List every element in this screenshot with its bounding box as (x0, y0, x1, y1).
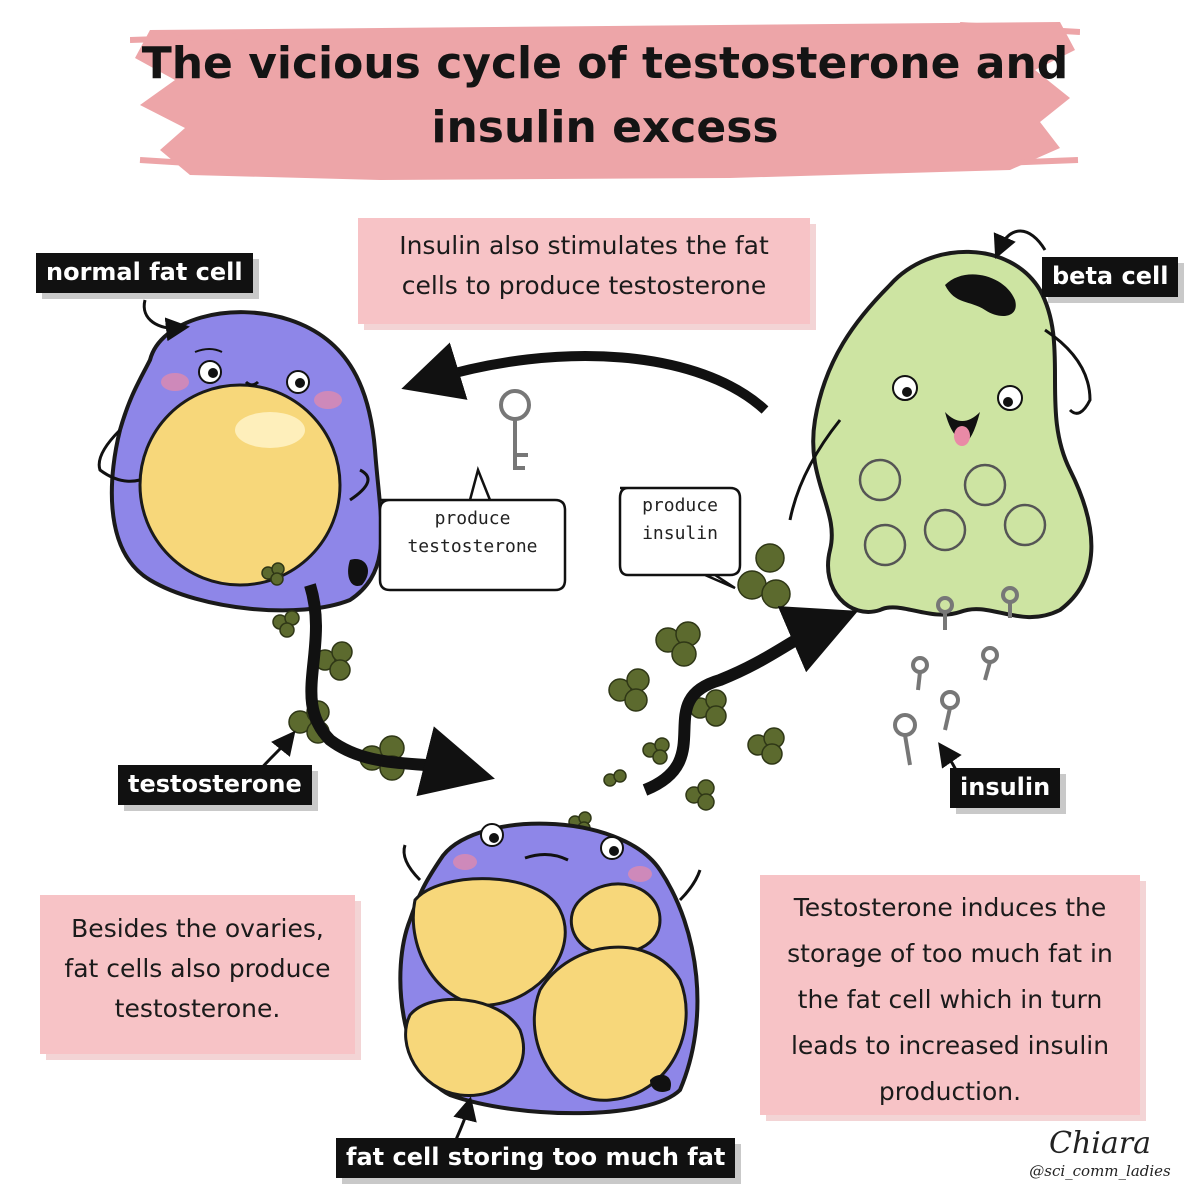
cycle-arrow-icon (304, 342, 859, 797)
bubble-testosterone-line-1: produce (434, 508, 511, 529)
speech-bubble-insulin (618, 486, 742, 590)
note-insulin-fat: Insulin also stimulates the fat cells to… (358, 218, 810, 324)
artist-signature: Chiara @sci_comm_ladies (1010, 1128, 1190, 1182)
note-ovaries-line-3: testosterone. (114, 994, 281, 1023)
title-banner: The vicious cycle of testosterone and in… (130, 10, 1080, 185)
note-storage-line-3: the fat cell which in turn (797, 985, 1103, 1014)
note-ovaries-line-2: fat cells also produce (64, 954, 331, 983)
label-normal-fat-cell: normal fat cell (36, 253, 253, 293)
bubble-testosterone-line-2: testosterone (407, 536, 538, 557)
page-title: The vicious cycle of testosterone and in… (130, 32, 1080, 160)
note-storage: Testosterone induces the storage of too … (760, 875, 1140, 1115)
label-fat-cell-storing: fat cell storing too much fat (336, 1138, 736, 1178)
note-insulin-fat-line-1: Insulin also stimulates the fat (399, 231, 769, 260)
bubble-insulin-line-1: produce (642, 495, 718, 516)
signature-handle: @sci_comm_ladies (1029, 1162, 1171, 1180)
normal-fat-cell (97, 310, 384, 613)
note-storage-line-2: storage of too much fat in (787, 939, 1113, 968)
note-ovaries-line-1: Besides the ovaries, (71, 914, 324, 943)
title-brush-stroke (130, 22, 1080, 180)
title-line-1: The vicious cycle of testosterone and (141, 38, 1069, 89)
title-line-2: insulin excess (431, 102, 779, 153)
note-ovaries: Besides the ovaries, fat cells also prod… (40, 895, 355, 1054)
signature-name: Chiara (1049, 1126, 1151, 1161)
note-storage-line-1: Testosterone induces the (793, 893, 1107, 922)
key-icon (499, 389, 1019, 766)
label-beta-cell: beta cell (1042, 257, 1179, 297)
label-testosterone: testosterone (118, 765, 312, 805)
bubble-produce-testosterone: produce testosterone (380, 505, 565, 561)
note-storage-line-4: leads to increased insulin (790, 1031, 1110, 1060)
bubble-insulin-line-2: insulin (642, 523, 718, 544)
beta-cell (788, 249, 1094, 620)
note-storage-line-5: production. (878, 1077, 1022, 1106)
overfilled-fat-cell (398, 821, 702, 1116)
bubble-produce-insulin: produce insulin (620, 492, 740, 548)
speech-bubble-testosterone (378, 466, 567, 592)
note-insulin-fat-line-2: cells to produce testosterone (401, 271, 767, 300)
label-insulin: insulin (950, 768, 1061, 808)
